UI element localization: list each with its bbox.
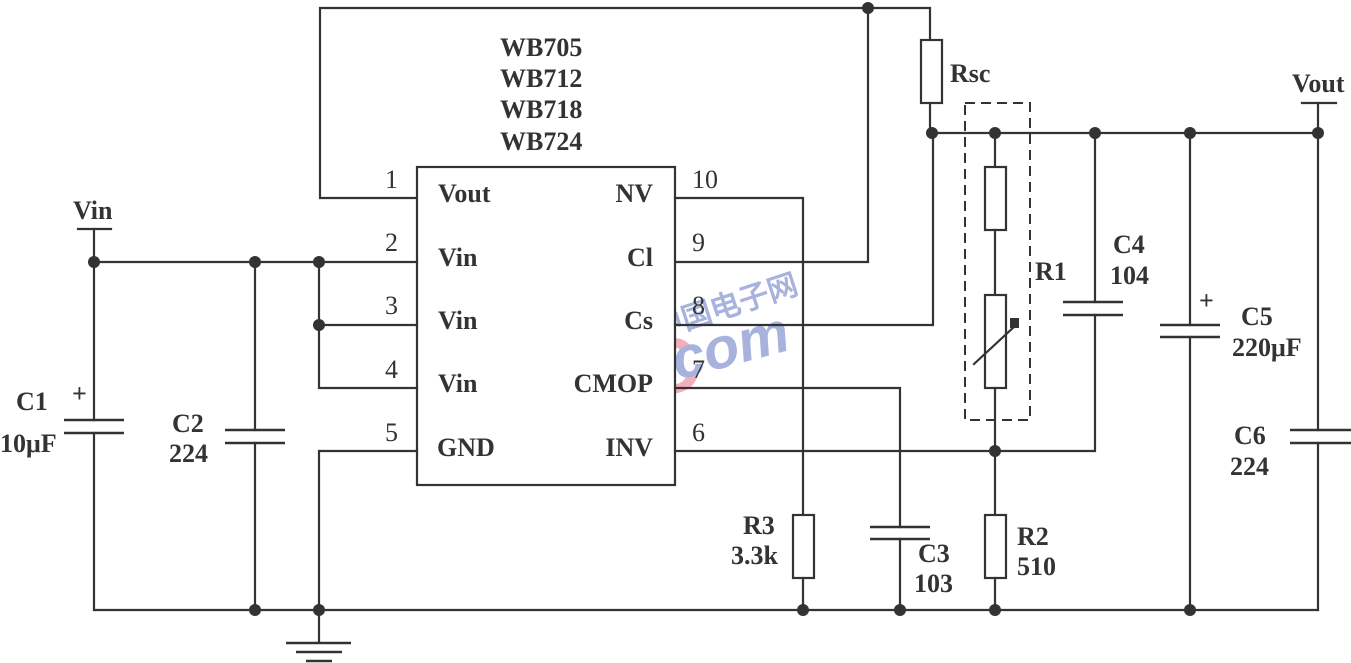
pin-number-1: 1: [385, 165, 398, 194]
pin-name-3: Vin: [438, 306, 478, 335]
ic-part-number-4: WB724: [500, 127, 582, 156]
pin-number-3: 3: [385, 291, 398, 320]
net-vout: Vout: [926, 69, 1345, 432]
resistor-rsc[interactable]: Rsc: [919, 38, 990, 105]
junction-rsc: [926, 127, 938, 139]
junction-gnd-r3: [797, 604, 809, 616]
c3-ref: C3: [918, 539, 950, 568]
wire-pin6-inv: [673, 313, 1097, 453]
resistor-r2[interactable]: R2 510: [983, 513, 1056, 581]
r3-body[interactable]: [791, 513, 816, 580]
c1-value: 10μF: [0, 429, 57, 458]
wire-pin5-gnd: [317, 449, 419, 612]
capacitor-c3[interactable]: C3 103: [870, 525, 953, 598]
r3-value: 3.3k: [731, 541, 779, 570]
pin-name-10: NV: [615, 179, 653, 208]
r1-adjust-arrow: [972, 323, 1018, 366]
pin-number-2: 2: [385, 228, 398, 257]
wire-pin9-cl: [673, 6, 870, 264]
capacitor-c1[interactable]: + C1 10μF: [0, 379, 124, 458]
c5-ref: C5: [1241, 302, 1273, 331]
junction-pin3: [313, 319, 325, 331]
c2-value: 224: [169, 439, 208, 468]
net-vin: Vin: [73, 196, 419, 432]
ic-part-number-3: WB718: [500, 95, 582, 124]
pin-name-1: Vout: [438, 179, 491, 208]
c5-value: 220μF: [1232, 333, 1302, 362]
ic-regulator[interactable]: WB705 WB712 WB718 WB724 Vout Vin Vin Vin…: [385, 33, 718, 487]
c6-ref: C6: [1234, 421, 1266, 450]
rsc-body[interactable]: [919, 38, 944, 105]
c4-value: 104: [1110, 261, 1149, 290]
junction-gnd-c2: [249, 604, 261, 616]
pin-number-8: 8: [692, 291, 705, 320]
pin-number-5: 5: [385, 418, 398, 447]
ic-body[interactable]: [415, 165, 677, 487]
junction-gnd-c5: [1184, 604, 1196, 616]
net-gnd: [92, 449, 1320, 644]
junction-vin: [88, 256, 100, 268]
vout-label: Vout: [1292, 69, 1345, 98]
junction-gnd-r2: [989, 604, 1001, 616]
pin-name-9: Cl: [627, 243, 653, 272]
c6-value: 224: [1230, 452, 1269, 481]
capacitor-c4[interactable]: C4 104: [1063, 230, 1149, 317]
pin-name-5: GND: [437, 433, 495, 462]
rsc-ref: Rsc: [950, 59, 990, 88]
c1-polarity: +: [72, 379, 87, 408]
vin-label: Vin: [73, 196, 113, 225]
pin-number-9: 9: [692, 228, 705, 257]
pin-name-8: Cs: [624, 306, 653, 335]
r3-ref: R3: [743, 511, 775, 540]
capacitor-c5[interactable]: + C5 220μF: [1160, 286, 1302, 362]
ic-part-number-2: WB712: [500, 64, 582, 93]
ic-part-number-1: WB705: [500, 33, 582, 62]
r2-body[interactable]: [983, 513, 1008, 580]
pin-name-7: CMOP: [574, 369, 654, 398]
r1-arrow-head: [1010, 318, 1019, 328]
r1-variable-body[interactable]: [983, 293, 1008, 390]
capacitor-c6[interactable]: C6 224: [1230, 421, 1351, 481]
wire-pin8-cs: [673, 131, 935, 327]
c2-ref: C2: [172, 409, 204, 438]
junction-gnd-c3: [894, 604, 906, 616]
resistor-r3[interactable]: R3 3.3k: [731, 511, 816, 580]
wire-pin10-r3: [673, 196, 805, 517]
wire-pin1-top: [318, 6, 932, 200]
c1-ref: C1: [16, 387, 48, 416]
wire-pin7-c3: [673, 386, 902, 529]
pin-name-4: Vin: [438, 369, 478, 398]
pin-name-6: INV: [605, 433, 653, 462]
c4-ref: C4: [1113, 230, 1145, 259]
pin-number-7: 7: [692, 355, 705, 384]
c5-polarity: +: [1199, 286, 1214, 315]
net-top-feedback: [318, 2, 932, 264]
pin-name-2: Vin: [438, 243, 478, 272]
r1-enclosure: [964, 102, 1031, 421]
r1-fixed-body[interactable]: [983, 165, 1008, 232]
wire-pin4: [317, 260, 419, 390]
r2-value: 510: [1017, 552, 1056, 581]
pin-number-4: 4: [385, 355, 398, 384]
capacitor-c2[interactable]: C2 224: [169, 409, 285, 468]
resistor-r1[interactable]: R1: [964, 102, 1067, 517]
pin-number-6: 6: [692, 418, 705, 447]
c3-value: 103: [914, 569, 953, 598]
pin-number-10: 10: [692, 165, 718, 194]
r2-ref: R2: [1017, 522, 1049, 551]
r1-ref: R1: [1035, 257, 1067, 286]
ground-icon: [286, 641, 351, 663]
